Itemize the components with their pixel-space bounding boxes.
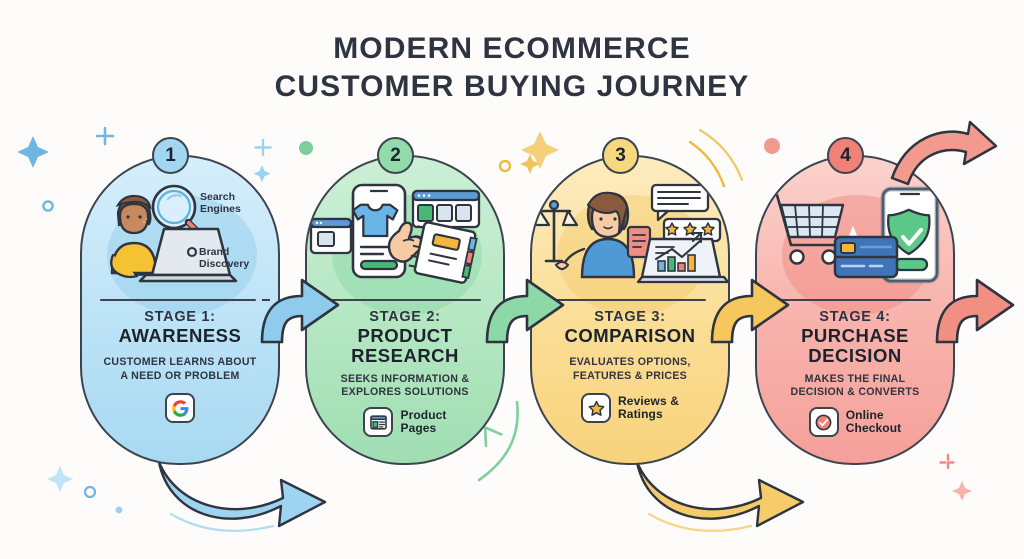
stage4-baseline bbox=[775, 298, 931, 301]
stage3-baseline bbox=[550, 298, 706, 301]
page-title: MODERN ECOMMERCE CUSTOMER BUYING JOURNEY bbox=[0, 30, 1024, 107]
stage-number-1-text: 1 bbox=[165, 144, 176, 166]
stage-number-3: 3 bbox=[602, 137, 639, 174]
stage-number-4-text: 4 bbox=[840, 144, 851, 166]
title-line-1: MODERN ECOMMERCE bbox=[333, 32, 691, 65]
stage3-kicker: STAGE 3: bbox=[594, 309, 666, 325]
stage1-badge-row[interactable] bbox=[165, 393, 195, 424]
arrow-stage2-bottom bbox=[477, 400, 519, 482]
stage-card-1[interactable]: STAGE 1: AWARENESS CUSTOMER LEARNS ABOUT… bbox=[80, 155, 280, 465]
arrow-stage4-top-exit bbox=[890, 120, 998, 186]
stage4-name-line-1: PURCHASE bbox=[801, 325, 909, 346]
stage-number-4: 4 bbox=[827, 137, 864, 174]
stage4-description: MAKES THE FINAL DECISION & CONVERTS bbox=[765, 373, 945, 401]
stage1-kicker: STAGE 1: bbox=[144, 309, 216, 325]
stage-card-2[interactable]: STAGE 2: PRODUCT RESEARCH SEEKS INFORMAT… bbox=[305, 155, 505, 465]
stage2-name-line-2: RESEARCH bbox=[351, 344, 459, 366]
illustration-purchase bbox=[757, 175, 953, 303]
anno-search-line1: Search bbox=[200, 191, 236, 203]
stage2-name: PRODUCT RESEARCH bbox=[351, 326, 459, 366]
stage3-badge-row[interactable]: Reviews & Ratings bbox=[581, 393, 679, 424]
title-line-2: CUSTOMER BUYING JOURNEY bbox=[274, 70, 750, 104]
stage2-kicker: STAGE 2: bbox=[369, 309, 441, 325]
stage2-desc-line-2: EXPLORES SOLUTIONS bbox=[341, 386, 469, 399]
stage2-badge-line-2: Pages bbox=[400, 421, 437, 436]
anno-brand-line2: Discovery bbox=[199, 258, 250, 271]
stage4-name: PURCHASE DECISION bbox=[801, 326, 909, 366]
stage1-baseline bbox=[100, 298, 270, 302]
stage2-badge-row[interactable]: Product Pages bbox=[363, 407, 447, 438]
stage2-name-line-1: PRODUCT bbox=[357, 325, 453, 346]
stage3-desc-line-2: FEATURES & PRICES bbox=[572, 369, 688, 382]
stage3-name: COMPARISON bbox=[564, 325, 696, 346]
stage3-badge-line-2: Ratings bbox=[618, 407, 663, 422]
annotation-search-engines: Search Engines bbox=[200, 191, 241, 216]
stage-number-2-text: 2 bbox=[390, 144, 401, 166]
stage4-kicker: STAGE 4: bbox=[819, 309, 891, 325]
arrow-stage1-to-stage2 bbox=[260, 278, 340, 344]
swoosh-under-stage1 bbox=[157, 460, 327, 532]
annotation-brand-discovery: Brand Discovery bbox=[199, 246, 249, 271]
stage-number-1: 1 bbox=[152, 137, 189, 174]
stage2-badge-text: Product Pages bbox=[400, 407, 447, 436]
stage2-badge-line-1: Product bbox=[400, 407, 447, 422]
anno-brand-line1: Brand bbox=[199, 246, 230, 258]
stage2-description: SEEKS INFORMATION & EXPLORES SOLUTIONS bbox=[315, 373, 495, 401]
illustration-person-at-laptop bbox=[82, 175, 278, 303]
stage1-desc-line-1: CUSTOMER LEARNS ABOUT bbox=[103, 355, 257, 368]
stage-card-4[interactable]: STAGE 4: PURCHASE DECISION MAKES THE FIN… bbox=[755, 155, 955, 465]
stage2-desc-line-1: SEEKS INFORMATION & bbox=[340, 372, 470, 385]
arrow-stage4-exit bbox=[935, 278, 1015, 344]
stage3-description: EVALUATES OPTIONS, FEATURES & PRICES bbox=[540, 356, 720, 384]
stage1-desc-line-2: A NEED OR PROBLEM bbox=[120, 369, 240, 382]
stage2-baseline bbox=[325, 298, 481, 301]
check-circle-icon[interactable] bbox=[808, 407, 839, 438]
stage-number-2: 2 bbox=[377, 137, 414, 174]
arrow-stage2-to-stage3 bbox=[485, 278, 565, 344]
product-page-icon[interactable] bbox=[363, 407, 394, 438]
swoosh-under-stage3 bbox=[635, 460, 805, 532]
stage4-badge-row[interactable]: Online Checkout bbox=[808, 407, 902, 438]
stage4-badge-line-2: Checkout bbox=[845, 421, 902, 436]
stage3-badge-line-1: Reviews & bbox=[618, 393, 679, 408]
stage1-description: CUSTOMER LEARNS ABOUT A NEED OR PROBLEM bbox=[90, 356, 270, 384]
illustration-comparison bbox=[532, 175, 728, 303]
stage4-desc-line-1: MAKES THE FINAL bbox=[804, 372, 906, 385]
star-icon[interactable] bbox=[581, 393, 612, 424]
stage4-badge-text: Online Checkout bbox=[845, 407, 902, 436]
anno-search-line2: Engines bbox=[200, 203, 241, 216]
stage3-badge-text: Reviews & Ratings bbox=[618, 393, 679, 422]
stage1-name: AWARENESS bbox=[118, 325, 242, 346]
google-g-icon[interactable] bbox=[165, 393, 195, 424]
stage4-desc-line-2: DECISION & CONVERTS bbox=[790, 386, 920, 399]
illustration-product-research bbox=[307, 175, 503, 303]
stage-number-3-text: 3 bbox=[615, 144, 626, 166]
stage3-desc-line-1: EVALUATES OPTIONS, bbox=[569, 355, 691, 368]
stage4-name-line-2: DECISION bbox=[808, 344, 902, 366]
arrow-stage3-to-stage4 bbox=[710, 278, 790, 344]
stage4-badge-line-1: Online bbox=[845, 407, 884, 422]
